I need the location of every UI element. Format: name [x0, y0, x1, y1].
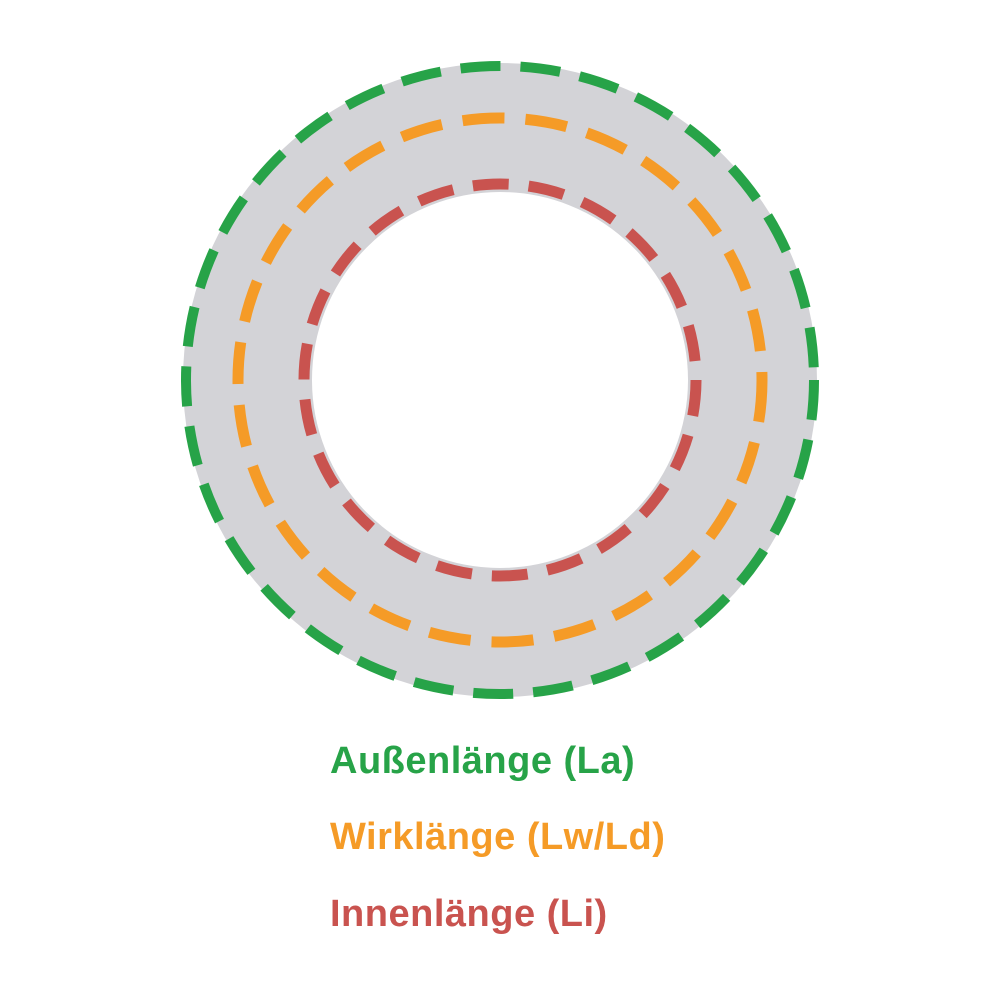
legend-effective-length-label: Wirklänge (Lw/Ld)	[330, 816, 666, 858]
legend-inner-length-label: Innenlänge (Li)	[330, 893, 608, 935]
legend-outer-length-label: Außenlänge (La)	[330, 740, 636, 782]
belt-body	[183, 63, 817, 697]
effective-length-circle	[232, 112, 768, 648]
inner-length-circle	[298, 178, 702, 582]
outer-length-circle	[181, 61, 819, 699]
